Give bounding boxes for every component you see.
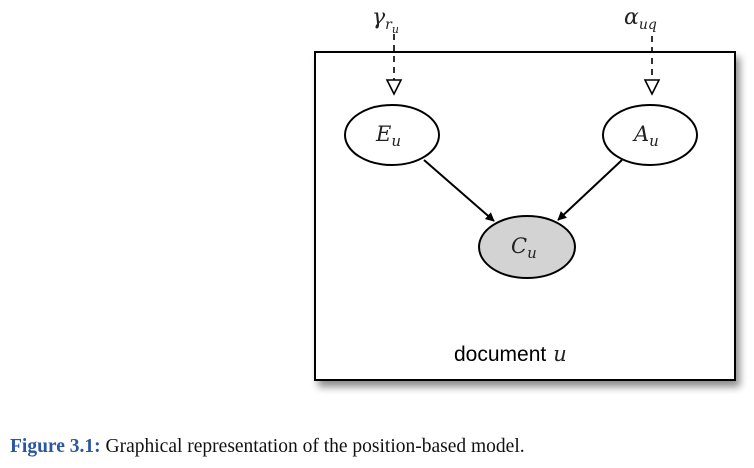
node-c-ellipse — [478, 215, 576, 279]
svg-text:Cu: Cu — [511, 234, 537, 262]
node-e-ellipse — [344, 104, 440, 166]
edge-a-to-c — [557, 159, 623, 221]
svg-text:Eu: Eu — [375, 122, 401, 150]
figure-number: Figure 3.1: — [10, 436, 101, 457]
node-c: Cu — [478, 215, 576, 279]
edge-e-to-c — [423, 159, 495, 222]
node-a-ellipse — [602, 104, 698, 166]
svg-text:Au: Au — [632, 122, 659, 150]
alpha-label: αuq — [624, 5, 657, 33]
gamma-label: γru — [372, 5, 399, 36]
node-e: Eu — [344, 104, 440, 166]
figure-caption: Figure 3.1: Graphical representation of … — [10, 436, 750, 458]
alpha-input-edge — [643, 36, 661, 96]
gamma-input-edge — [385, 34, 403, 96]
node-a: Au — [602, 104, 698, 166]
caption-text: Graphical representation of the position… — [105, 436, 525, 457]
